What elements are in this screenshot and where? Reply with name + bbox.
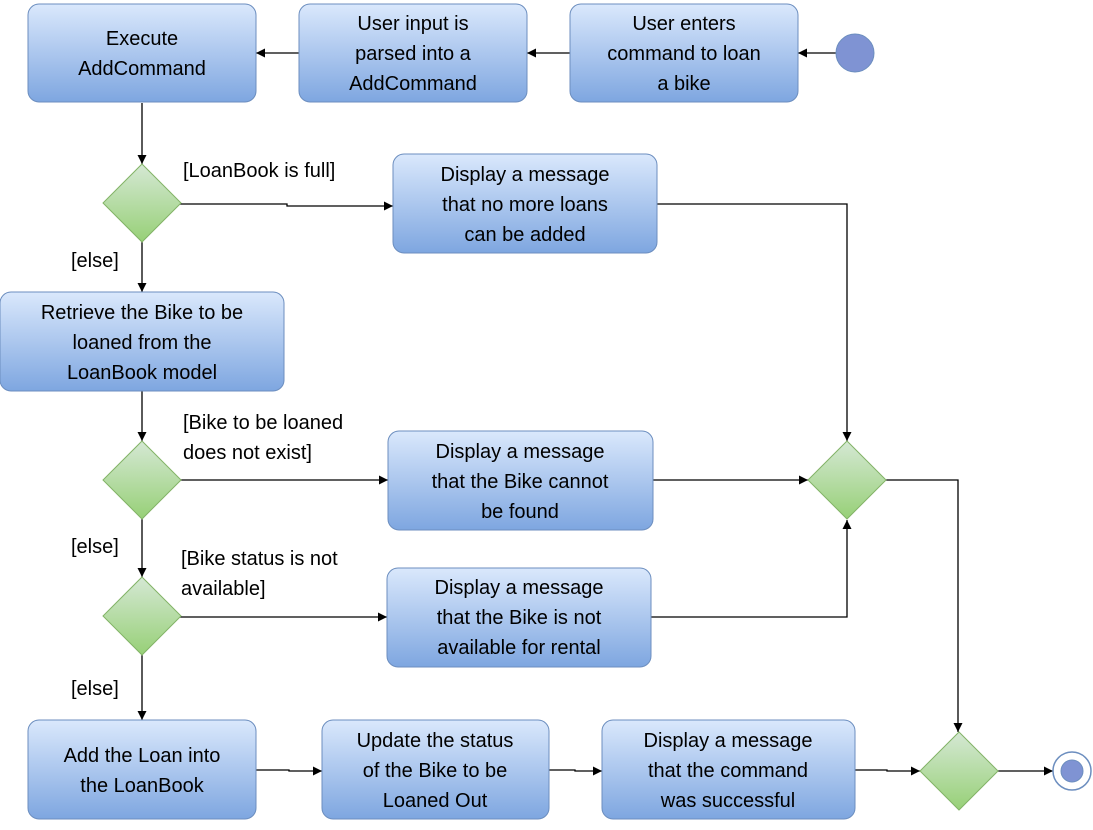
box-text-line: LoanBook model bbox=[67, 362, 217, 384]
edge-success-to-merge2 bbox=[855, 766, 920, 776]
action-add-loan: Add the Loan into the LoanBook bbox=[27, 719, 257, 820]
box-text-line: Display a message bbox=[644, 730, 813, 752]
action-enter-command: User enters command to loan a bike bbox=[569, 3, 799, 103]
box-text-line: can be added bbox=[464, 224, 585, 246]
merge-node-final bbox=[919, 731, 999, 811]
action-msg-bike-not-found: Display a message that the Bike cannot be … bbox=[387, 430, 654, 531]
edge-update-to-success bbox=[549, 766, 602, 776]
box-text-line: that no more loans bbox=[442, 194, 608, 216]
box-text-line: Display a message bbox=[436, 441, 605, 463]
box-text-line: that the command bbox=[648, 760, 808, 782]
box-text-line: of the Bike to be bbox=[363, 760, 508, 782]
action-msg-success: Display a message that the command was suc… bbox=[601, 719, 856, 820]
box-text-line: User input is bbox=[357, 13, 468, 35]
guard-text-line: [else] bbox=[71, 678, 119, 700]
guard-text-line: available] bbox=[181, 578, 266, 600]
final-node bbox=[1052, 751, 1092, 791]
merge-node-error bbox=[807, 440, 887, 520]
box-text-line: that the Bike cannot bbox=[432, 471, 609, 493]
guard-else-2: [else] bbox=[71, 536, 119, 558]
box-text-line: Execute bbox=[106, 28, 178, 50]
box-text-line: the LoanBook bbox=[80, 775, 204, 797]
action-msg-bike-unavailable: Display a message that the Bike is not ava… bbox=[386, 567, 652, 668]
guard-else-1: [else] bbox=[71, 250, 119, 272]
box-text-line: Display a message bbox=[441, 164, 610, 186]
action-enter-command-text: User enters command to loan a bike bbox=[607, 13, 760, 95]
guard-text-line: does not exist] bbox=[183, 442, 312, 464]
box-text-line: AddCommand bbox=[78, 58, 206, 80]
guard-text-line: [else] bbox=[71, 250, 119, 272]
action-update-bike-status-text: Update the status of the Bike to be Loaned… bbox=[357, 730, 514, 812]
guard-text-line: [LoanBook is full] bbox=[183, 160, 335, 182]
box-text-line: Display a message bbox=[435, 577, 604, 599]
decision-bike-available bbox=[102, 576, 182, 656]
edge-msg-full-to-merge1 bbox=[657, 203, 852, 441]
box-text-line: loaned from the bbox=[73, 332, 212, 354]
action-msg-success-text: Display a message that the command was suc… bbox=[644, 730, 813, 812]
box-text-line: that the Bike is not bbox=[437, 607, 602, 629]
decision-loanbook-full bbox=[102, 163, 182, 243]
box-text-line: Retrieve the Bike to be bbox=[41, 302, 243, 324]
action-parse-input: User input is parsed into a AddCommand bbox=[298, 3, 528, 103]
action-msg-bike-not-found-text: Display a message that the Bike cannot be … bbox=[432, 441, 609, 523]
guard-text-line: [Bike to be loaned bbox=[183, 412, 343, 434]
box-text-line: was successful bbox=[660, 790, 796, 812]
guard-bike-not-available: [Bike status is not available] bbox=[181, 548, 338, 600]
guard-loanbook-full: [LoanBook is full] bbox=[183, 160, 335, 182]
initial-node bbox=[835, 33, 875, 73]
edge-add-loan-to-update bbox=[256, 766, 322, 776]
guard-text-line: [else] bbox=[71, 536, 119, 558]
box-text-line: command to loan bbox=[607, 43, 760, 65]
edge-decision1-to-msg-full bbox=[180, 201, 393, 211]
box-text-line: a bike bbox=[657, 73, 710, 95]
box-text-line: be found bbox=[481, 501, 559, 523]
guard-bike-not-exist: [Bike to be loaned does not exist] bbox=[183, 412, 343, 464]
box-text-line: Add the Loan into bbox=[64, 745, 221, 767]
box-text-line: Loaned Out bbox=[383, 790, 488, 812]
guard-text-line: [Bike status is not bbox=[181, 548, 338, 570]
box-text-line: available for rental bbox=[437, 637, 600, 659]
action-msg-bike-unavailable-text: Display a message that the Bike is not ava… bbox=[435, 577, 604, 659]
flow-edges bbox=[137, 48, 1053, 776]
edge-merge1-to-merge2 bbox=[886, 479, 963, 732]
box-text-line: AddCommand bbox=[349, 73, 477, 95]
action-msg-loanbook-full: Display a message that no more loans can b… bbox=[392, 153, 658, 254]
box-text-line: Update the status bbox=[357, 730, 514, 752]
action-add-loan-text: Add the Loan into the LoanBook bbox=[64, 745, 221, 797]
guard-else-3: [else] bbox=[71, 678, 119, 700]
action-msg-loanbook-full-text: Display a message that no more loans can b… bbox=[441, 164, 610, 246]
edge-msg-unavailable-to-merge1 bbox=[651, 520, 852, 618]
action-update-bike-status: Update the status of the Bike to be Loaned… bbox=[321, 719, 550, 820]
box-text-line: User enters bbox=[632, 13, 735, 35]
box-text-line: parsed into a bbox=[355, 43, 472, 65]
action-parse-input-text: User input is parsed into a AddCommand bbox=[349, 13, 477, 95]
decision-bike-exists bbox=[102, 440, 182, 520]
